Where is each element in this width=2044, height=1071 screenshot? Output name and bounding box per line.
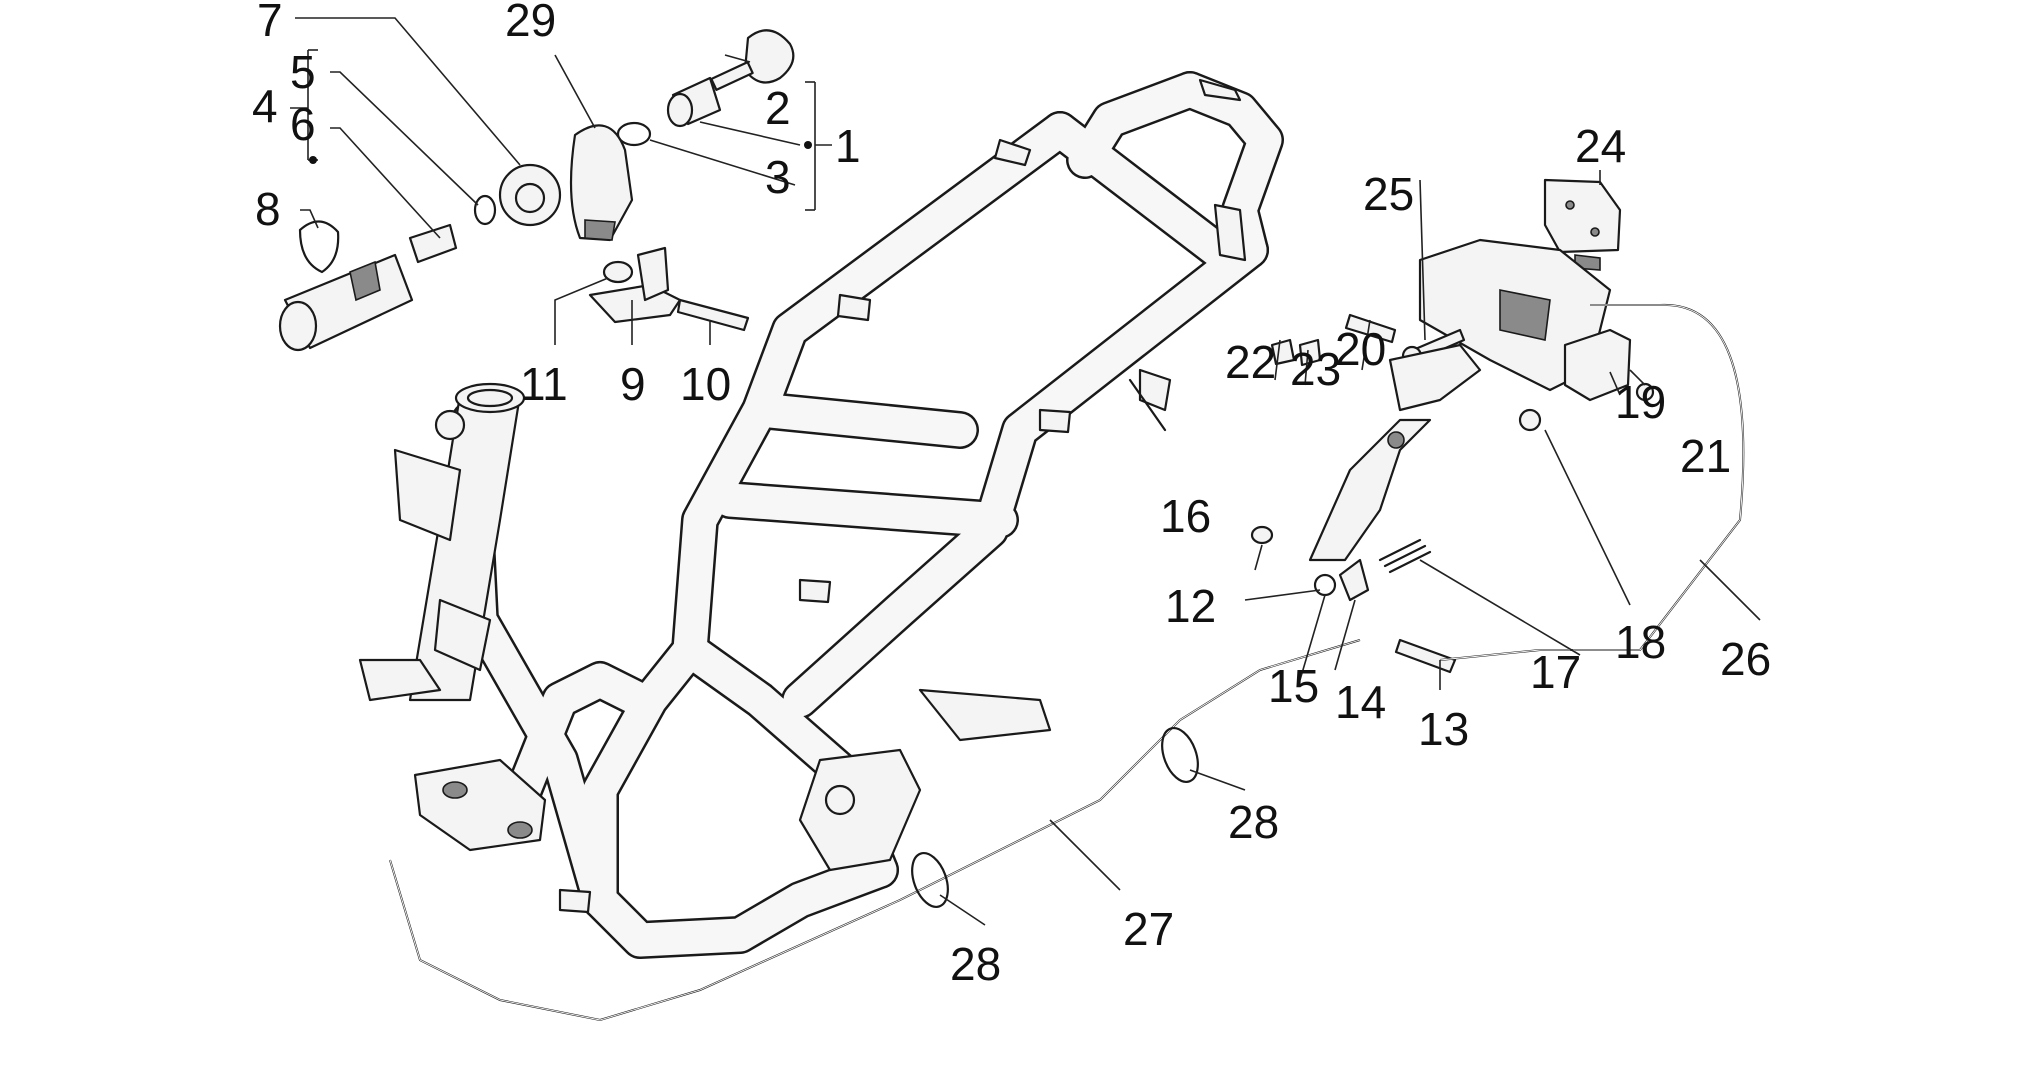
callout-12: 12 [1165,580,1216,632]
callout-4: 4 [252,80,278,132]
callout-16: 16 [1160,490,1211,542]
callout-28-lower: 28 [950,938,1001,990]
callout-15: 15 [1268,660,1319,712]
callout-5: 5 [290,46,316,98]
seat-lock-group [1250,178,1655,674]
callout-11: 11 [520,358,568,410]
leader-lines [295,17,1761,926]
callout-20: 20 [1335,323,1386,375]
callout-10: 10 [680,358,731,410]
callout-17: 17 [1530,646,1581,698]
callout-14: 14 [1335,676,1386,728]
callout-3: 3 [765,151,791,203]
callout-29: 29 [505,0,556,46]
seat-lock-cables [389,303,1745,1022]
callout-27: 27 [1123,903,1174,955]
callout-2: 2 [765,82,791,134]
callout-8: 8 [255,183,281,235]
scooter-frame [358,71,1284,959]
callout-26: 26 [1720,633,1771,685]
ignition-lock-group [278,29,795,352]
callout-22: 22 [1225,336,1276,388]
callout-23: 23 [1290,343,1341,395]
callout-28-upper: 28 [1228,796,1279,848]
callout-24: 24 [1575,120,1626,172]
callout-1: 1 [835,120,861,172]
callout-numbers: 7 29 5 4 6 8 2 1 3 11 9 10 24 25 22 23 2… [252,0,1771,990]
callout-13: 13 [1418,703,1469,755]
callout-25: 25 [1363,168,1414,220]
callout-6: 6 [290,98,316,150]
callout-7: 7 [257,0,283,46]
callout-18: 18 [1615,616,1666,668]
callout-19: 19 [1615,376,1666,428]
callout-21: 21 [1680,430,1731,482]
callout-9: 9 [620,358,646,410]
